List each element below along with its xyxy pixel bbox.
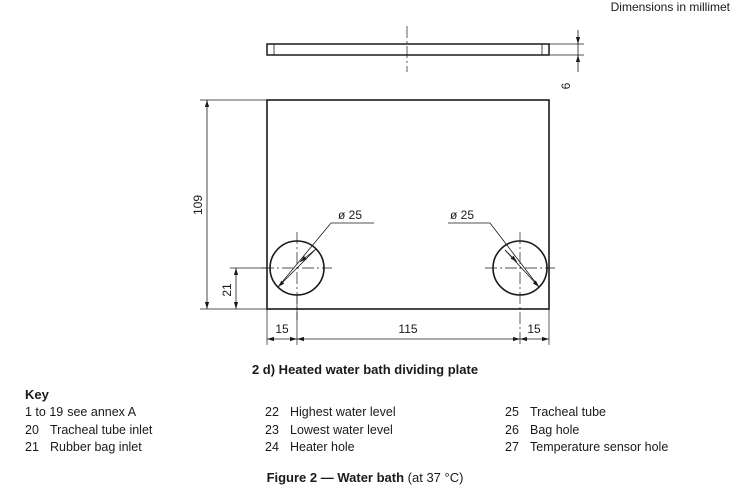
key-number: 24	[265, 440, 279, 454]
key-item: 26 Bag hole	[505, 422, 668, 440]
key-label: Tracheal tube inlet	[50, 422, 153, 437]
key-column-3: 25 Tracheal tube 26 Bag hole 27 Temperature…	[505, 404, 668, 457]
figure-caption: Figure 2 — Water bath (at 37 °C)	[0, 470, 730, 485]
key-label: Temperature sensor hole	[530, 440, 669, 454]
key-number: 27	[505, 440, 519, 454]
left-offset-label: 15	[275, 322, 289, 336]
diameter-leader-left	[277, 222, 374, 288]
key-label: Bag hole	[530, 422, 580, 437]
figure-caption-note: (at 37 °C)	[404, 470, 464, 485]
sub-caption: 2 d) Heated water bath dividing plate	[251, 362, 479, 377]
key-label: Highest water level	[290, 405, 396, 419]
key-label: Tracheal tube	[530, 405, 606, 419]
right-offset-label: 15	[527, 322, 541, 336]
height-label: 109	[191, 195, 205, 215]
thickness-label: 6	[559, 82, 573, 89]
figure-caption-title: Figure 2 — Water bath	[266, 470, 405, 485]
key-number: 23	[265, 422, 279, 437]
key-item: 27 Temperature sensor hole	[505, 439, 668, 457]
key-number: 21	[25, 440, 39, 454]
key-number: 26	[505, 422, 519, 437]
center-span-label: 115	[398, 322, 417, 336]
key-label: Heater hole	[290, 440, 355, 454]
diameter-leader-right	[448, 222, 540, 288]
side-view	[266, 26, 584, 72]
key-column-2: 22 Highest water level 23 Lowest water lev…	[265, 404, 396, 457]
diameter-right-label: ø 25	[450, 208, 474, 222]
front-view	[200, 99, 555, 345]
plate-outline	[266, 99, 550, 310]
key-number: 1 to 19	[25, 405, 64, 419]
key-label: Lowest water level	[290, 422, 393, 437]
key-item: 22 Highest water level	[265, 404, 396, 422]
key-item: 23 Lowest water level	[265, 422, 396, 440]
key-label: Rubber bag inlet	[50, 440, 142, 454]
hole-height-label: 21	[220, 283, 234, 297]
key-item: 20 Tracheal tube inlet	[25, 422, 152, 440]
key-title: Key	[25, 387, 49, 402]
key-item: 21 Rubber bag inlet	[25, 439, 152, 457]
key-number: 25	[505, 405, 519, 419]
key-number: 22	[265, 405, 279, 419]
key-number: 20	[25, 422, 39, 437]
key-label: see annex A	[67, 405, 137, 419]
key-item: 24 Heater hole	[265, 439, 396, 457]
units-note: Dimensions in millimet	[610, 0, 730, 14]
key-item: 25 Tracheal tube	[505, 404, 668, 422]
diameter-left-label: ø 25	[338, 208, 362, 222]
technical-drawing: 6 109 21 15 115 15 ø 2	[191, 26, 584, 345]
plate-side-profile	[266, 43, 550, 56]
